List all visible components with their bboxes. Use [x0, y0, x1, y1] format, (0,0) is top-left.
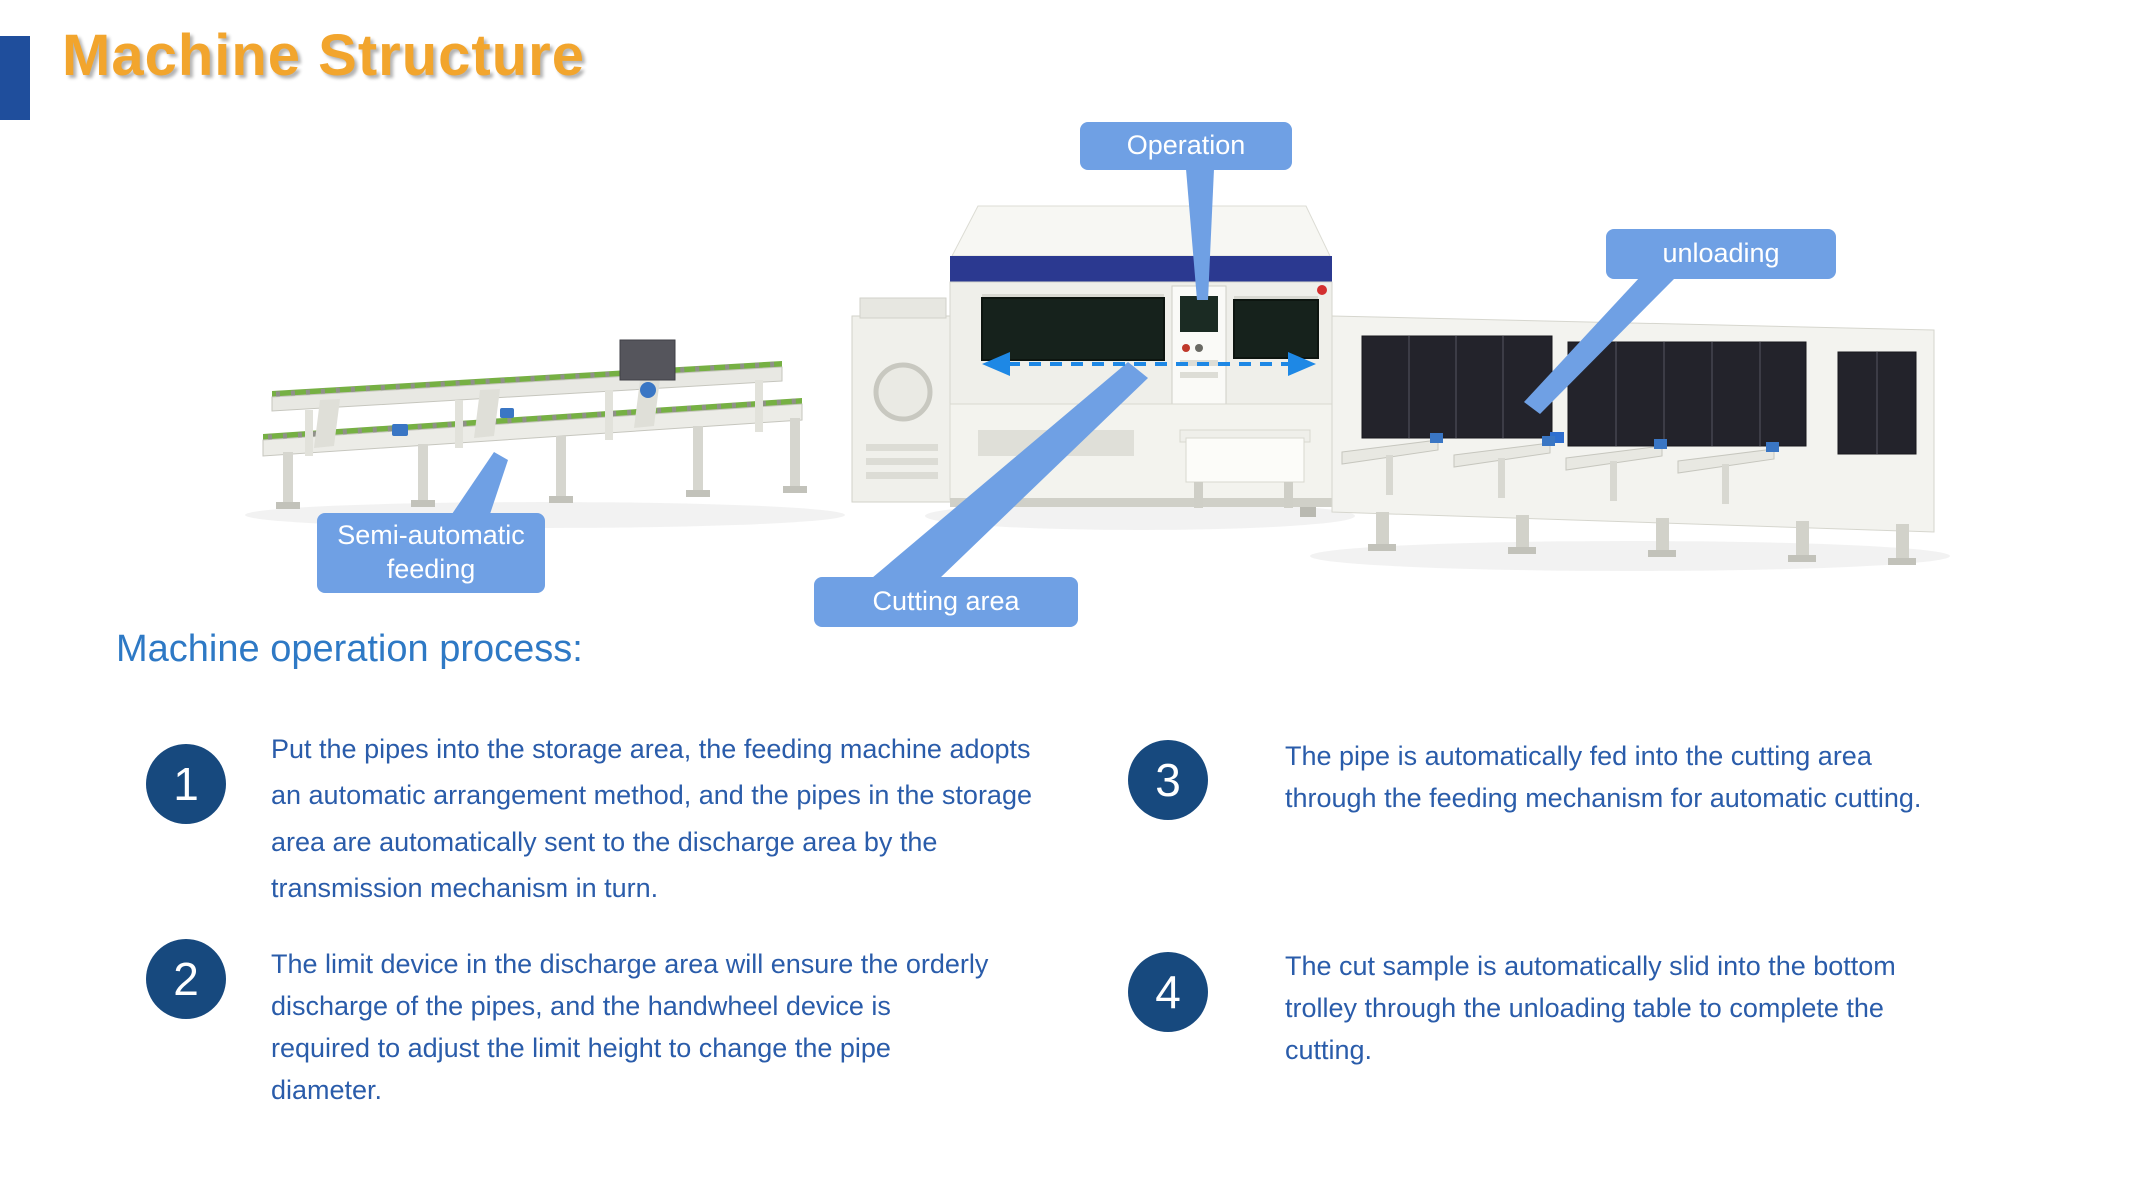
step-2-number-badge: 2 — [146, 939, 226, 1019]
callout-cutting-area-label: Cutting area — [872, 586, 1020, 617]
step-2-text: The limit device in the discharge area w… — [271, 949, 989, 1105]
laser-cutter-illustration — [851, 205, 1333, 517]
machine-illustration: Operation unloading Semi-automatic feedi… — [245, 122, 1950, 627]
feeding-table-illustration — [262, 339, 807, 509]
step-1-text: Put the pipes into the storage area, the… — [271, 734, 1032, 904]
step-4-text: The cut sample is automatically slid int… — [1285, 951, 1896, 1065]
callout-operation-label: Operation — [1126, 130, 1246, 161]
unloading-conveyor-illustration — [1331, 315, 1935, 565]
callout-cutting-area: Cutting area — [814, 577, 1078, 627]
callout-semi-automatic-feeding: Semi-automatic feeding — [317, 513, 545, 593]
step-3-number-badge: 3 — [1128, 740, 1208, 820]
step-1-number-badge: 1 — [146, 744, 226, 824]
feeding-pointer — [452, 452, 508, 514]
callout-unloading-label: unloading — [1662, 238, 1780, 269]
section-heading: Machine operation process: — [116, 628, 583, 670]
title-accent-bar — [0, 36, 30, 120]
cutting-area-pointer — [872, 362, 1148, 578]
operation-pointer — [1186, 169, 1214, 300]
step-4-number-badge: 4 — [1128, 952, 1208, 1032]
callout-semi-automatic-feeding-label: Semi-automatic feeding — [337, 520, 525, 584]
page-title: Machine Structure — [62, 23, 585, 88]
callout-operation: Operation — [1080, 122, 1292, 170]
step-3-number: 3 — [1155, 754, 1181, 806]
callout-unloading: unloading — [1606, 229, 1836, 279]
unloading-pointer — [1524, 277, 1676, 414]
machine-shadows — [245, 502, 1950, 571]
step-3-text: The pipe is automatically fed into the c… — [1285, 741, 1922, 813]
step-1-number: 1 — [173, 758, 199, 810]
step-4-number: 4 — [1155, 966, 1181, 1018]
machine-drawing — [245, 169, 1950, 578]
step-2-number: 2 — [173, 953, 199, 1005]
feed-direction-arrow — [982, 352, 1316, 376]
